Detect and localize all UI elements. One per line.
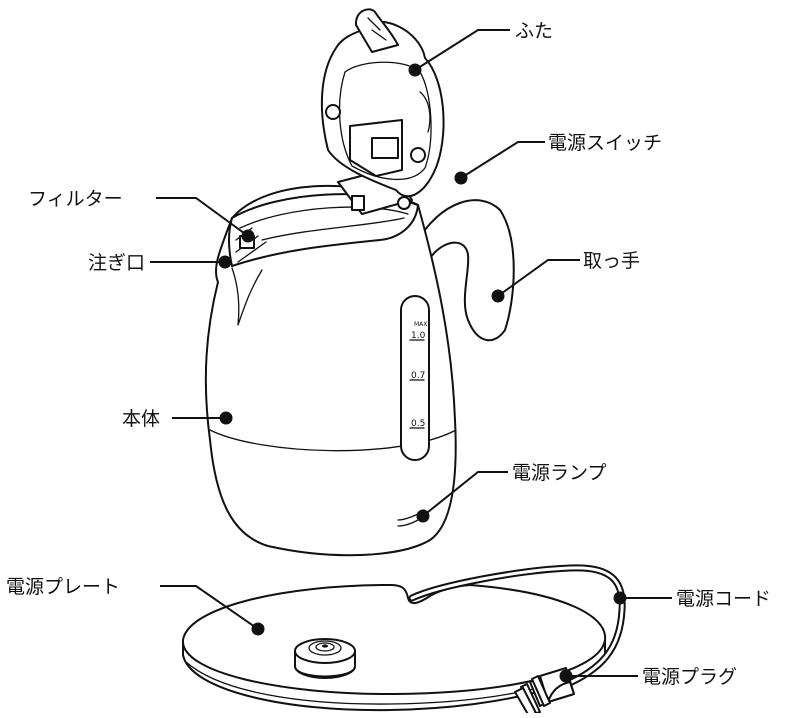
leader-handle bbox=[497, 259, 580, 297]
label-handle: 取っ手 bbox=[583, 250, 640, 272]
label-filter: フィルター bbox=[28, 188, 123, 210]
label-power-plate: 電源プレート bbox=[6, 576, 120, 598]
power-cord bbox=[408, 564, 626, 689]
gauge-low-level: 0.5 bbox=[411, 419, 425, 429]
gauge-max-level: 1.0 bbox=[411, 331, 426, 341]
kettle-handle bbox=[414, 199, 515, 342]
marker-power-lamp bbox=[416, 509, 430, 523]
label-lid: ふた bbox=[515, 20, 553, 42]
marker-power-cord bbox=[613, 591, 627, 605]
label-body: 本体 bbox=[122, 408, 160, 430]
label-power-plug: 電源プラグ bbox=[642, 666, 737, 688]
leader-lid bbox=[414, 29, 510, 71]
label-spout: 注ぎ口 bbox=[88, 252, 145, 274]
label-power-cord: 電源コード bbox=[676, 588, 771, 610]
kettle-lid bbox=[320, 8, 445, 215]
leader-power-switch bbox=[460, 141, 545, 179]
leader-power-plate bbox=[160, 585, 259, 630]
label-power-lamp: 電源ランプ bbox=[512, 462, 606, 484]
marker-power-plate bbox=[251, 622, 265, 636]
marker-spout bbox=[218, 255, 232, 269]
power-plug bbox=[514, 667, 575, 717]
gauge-mid-level: 0.7 bbox=[411, 371, 425, 381]
marker-body bbox=[219, 411, 233, 425]
label-power-switch: 電源スイッチ bbox=[548, 132, 662, 154]
gauge-max-mark: MAX bbox=[414, 321, 427, 328]
kettle-body: MAX 1.0 0.7 0.5 bbox=[204, 184, 457, 557]
marker-lid bbox=[408, 63, 422, 77]
leader-filter bbox=[156, 197, 249, 237]
marker-power-plug bbox=[559, 669, 573, 683]
power-plate bbox=[181, 584, 607, 712]
leader-power-lamp bbox=[422, 471, 508, 517]
marker-power-switch bbox=[454, 171, 468, 185]
marker-filter bbox=[241, 229, 255, 243]
marker-handle bbox=[491, 289, 505, 303]
